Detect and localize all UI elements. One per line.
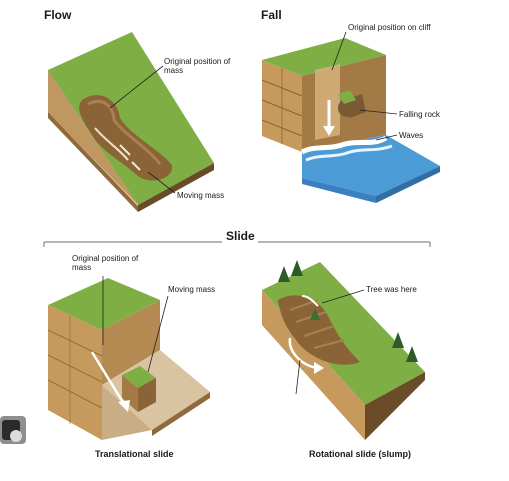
flow-title: Flow	[44, 8, 72, 22]
translational-slide-caption: Translational slide	[95, 449, 174, 459]
flow-moving-mass	[79, 95, 173, 181]
fall-falling-rock-label: Falling rock	[399, 110, 440, 119]
rotational-moving-mass-label: Moving mass	[270, 397, 318, 406]
translational-moving-mass-label: Moving mass	[168, 285, 216, 294]
translational-moving-mass	[138, 378, 156, 412]
rotational-slide-caption: Rotational slide (slump)	[309, 449, 412, 459]
slide-title: Slide	[226, 229, 255, 243]
fall-title: Fall	[261, 8, 282, 22]
cropped-object-corner	[0, 416, 26, 444]
translational-original-position-label: Original position of mass	[72, 254, 139, 272]
fall-block	[261, 38, 440, 203]
rotational-slide-block	[262, 260, 425, 440]
translational-slide-block	[47, 278, 210, 440]
flow-original-position-label: Original position of mass	[164, 57, 231, 75]
flow-block	[48, 32, 214, 212]
rotational-tree-label: Tree was here	[366, 285, 417, 294]
fall-waves-label: Waves	[399, 131, 424, 140]
falling-rock	[338, 99, 356, 117]
fall-original-position-label: Original position on cliff	[348, 23, 431, 32]
flow-moving-mass-label: Moving mass	[177, 191, 225, 200]
fall-water	[302, 135, 440, 196]
